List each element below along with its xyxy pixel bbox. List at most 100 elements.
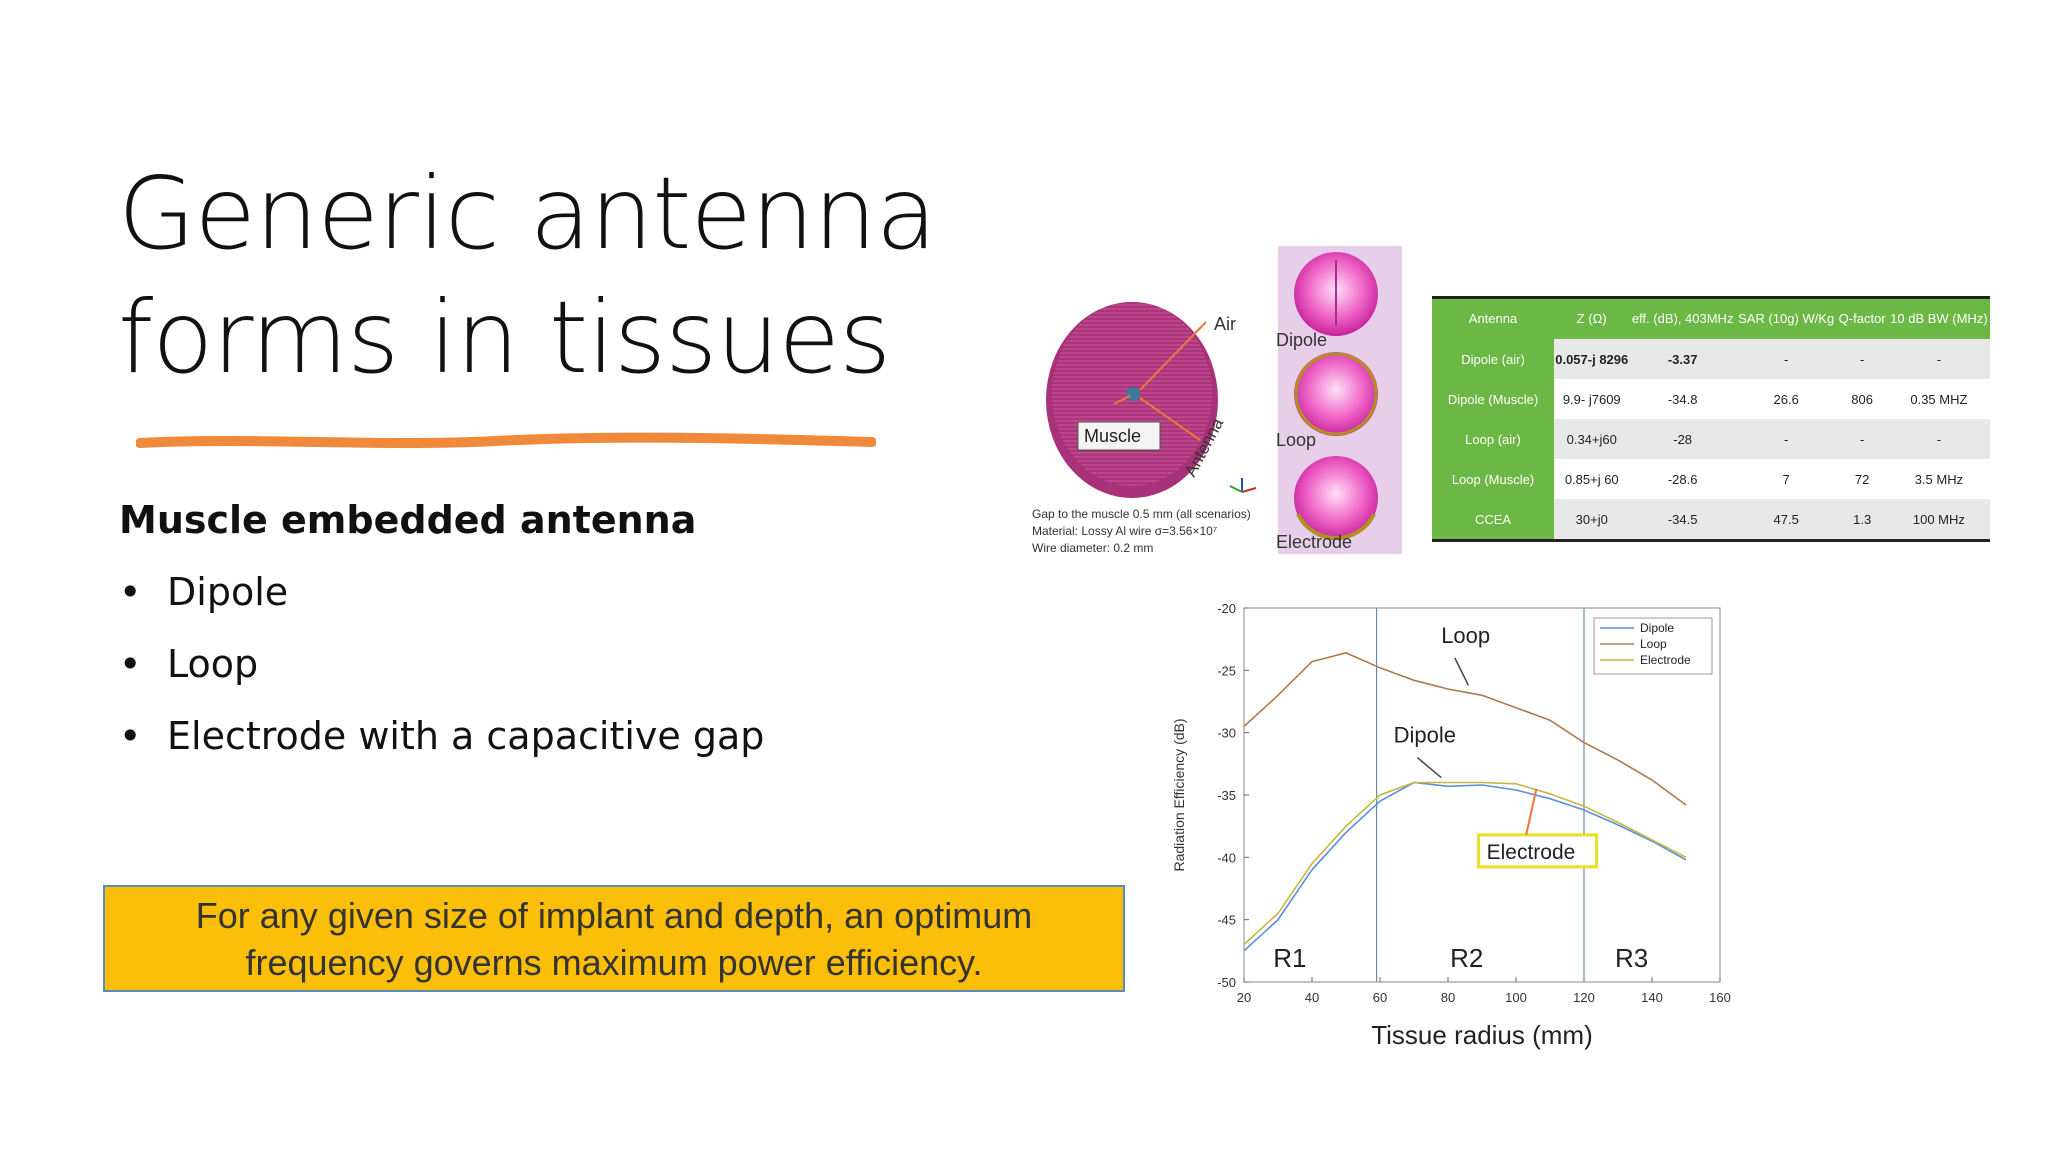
table-row: Loop (air) 0.34+j60 -28 - - - xyxy=(1432,419,1990,459)
table-header: SAR (10g) W/Kg xyxy=(1735,296,1837,339)
x-tick-label: 100 xyxy=(1505,990,1527,1005)
loop-shape-icon xyxy=(1294,352,1378,436)
muscle-cylinder-figure: Air Muscle Antenna xyxy=(1046,302,1257,498)
region-label-r1: R1 xyxy=(1273,943,1306,973)
x-tick-label: 120 xyxy=(1573,990,1595,1005)
x-tick-label: 60 xyxy=(1373,990,1387,1005)
bullet-item: •Loop xyxy=(119,642,259,686)
shape-label-dipole: Dipole xyxy=(1276,330,1328,350)
antenna-shapes-panel: Dipole Loop Electrode xyxy=(1276,246,1402,554)
table-cell: 100 MHz xyxy=(1887,499,1990,542)
region-label-r3: R3 xyxy=(1615,943,1648,973)
table-header: Z (Ω) xyxy=(1554,296,1630,339)
table-cell: - xyxy=(1735,419,1837,459)
table-cell: - xyxy=(1836,339,1888,379)
callout-line-2: frequency governs maximum power efficien… xyxy=(245,941,983,983)
legend-label: Loop xyxy=(1640,637,1667,651)
table-cell: 7 xyxy=(1782,471,1790,487)
title-line-2: forms in tissues xyxy=(118,279,891,396)
annotation-dipole: Dipole xyxy=(1394,723,1456,748)
y-tick-label: -25 xyxy=(1217,663,1236,678)
table-cell: - xyxy=(1887,419,1990,459)
table-header: Antenna xyxy=(1432,296,1554,339)
annotation-loop: Loop xyxy=(1441,623,1490,648)
table-cell: CCEA xyxy=(1432,499,1554,542)
table-header: Q-factor xyxy=(1836,296,1888,339)
caption-line-1: Gap to the muscle 0.5 mm (all scenarios) xyxy=(1032,507,1251,521)
shape-label-electrode: Electrode xyxy=(1276,532,1353,552)
table-cell: Loop (air) xyxy=(1432,419,1554,459)
table-cell: Dipole (air) xyxy=(1432,339,1554,379)
x-tick-label: 140 xyxy=(1641,990,1663,1005)
x-tick-label: 160 xyxy=(1709,990,1731,1005)
table-header-row: Antenna Z (Ω) eff. (dB), 403MHz SAR (10g… xyxy=(1432,296,1990,339)
callout-box: For any given size of implant and depth,… xyxy=(103,885,1125,992)
table-cell: 0.057-j 8296 xyxy=(1554,339,1630,379)
bullet-list: •Dipole •Loop •Electrode with a capaciti… xyxy=(119,566,764,782)
table-row: Dipole (air) 0.057-j 8296 -3.37 - - - xyxy=(1432,339,1990,379)
air-label: Air xyxy=(1214,314,1236,334)
table-cell: 0.34+j60 xyxy=(1554,419,1630,459)
table-cell: 30+j0 xyxy=(1554,499,1630,542)
antenna-comparison-table: Antenna Z (Ω) eff. (dB), 403MHz SAR (10g… xyxy=(1432,296,1990,542)
subheading: Muscle embedded antenna xyxy=(119,498,697,542)
dipole-shape-icon xyxy=(1294,252,1378,336)
x-tick-label: 80 xyxy=(1441,990,1455,1005)
table-cell: 9.9- j7609 xyxy=(1562,391,1621,407)
table-cell: Dipole (Muscle) xyxy=(1432,379,1554,419)
table-cell: -28 xyxy=(1629,419,1736,459)
table-cell: - xyxy=(1735,339,1837,379)
shape-label-loop: Loop xyxy=(1276,430,1317,450)
y-tick-label: -35 xyxy=(1217,788,1236,803)
table-cell: 806 xyxy=(1851,391,1873,407)
table-row: CCEA 30+j0 -34.5 47.5 1.3 100 MHz xyxy=(1432,499,1990,542)
series-line-dipole xyxy=(1243,781,1687,952)
table-cell: -34.5 xyxy=(1629,499,1736,542)
table-cell: 47.5 xyxy=(1735,499,1837,542)
callout-line-1: For any given size of implant and depth,… xyxy=(195,894,1033,936)
title-underline xyxy=(136,432,876,448)
x-tick-label: 40 xyxy=(1305,990,1319,1005)
table-row: Loop (Muscle) 0.85+j 60 -28.6 7 72 3.5 M… xyxy=(1432,459,1990,499)
legend-label: Electrode xyxy=(1640,653,1691,667)
table-cell: 3.5 MHz xyxy=(1914,471,1964,487)
bullet-item: •Dipole xyxy=(119,570,289,614)
title-line-1: Generic antenna xyxy=(118,155,937,272)
table-cell: 0.35 MHZ xyxy=(1910,391,1968,407)
table-cell: -28.6 xyxy=(1667,471,1698,487)
y-tick-label: -45 xyxy=(1217,913,1236,928)
y-tick-label: -30 xyxy=(1217,726,1236,741)
y-tick-label: -20 xyxy=(1217,601,1236,616)
x-axis-label: Tissue radius (mm) xyxy=(1371,1020,1593,1050)
legend-label: Dipole xyxy=(1640,621,1674,635)
table-cell: -34.8 xyxy=(1667,391,1698,407)
annotation-box-electrode xyxy=(1477,833,1599,869)
table-cell: -3.37 xyxy=(1629,339,1736,379)
table-cell: 72 xyxy=(1854,471,1870,487)
slide-title: Generic antenna forms in tissues xyxy=(118,152,978,400)
table-cell: 1.3 xyxy=(1836,499,1888,542)
table-cell: Loop (Muscle) xyxy=(1432,459,1554,499)
electrode-shape-icon xyxy=(1294,456,1378,541)
table-header: eff. (dB), 403MHz xyxy=(1629,296,1736,339)
table-header: 10 dB BW (MHz) xyxy=(1887,296,1990,339)
figure-caption: Gap to the muscle 0.5 mm (all scenarios)… xyxy=(1032,506,1251,557)
annotation-arrow-loop xyxy=(1454,657,1470,686)
series-line-electrode xyxy=(1243,781,1687,946)
x-tick-label: 20 xyxy=(1237,990,1251,1005)
annotation-arrow-electrode xyxy=(1525,788,1538,836)
region-label-r2: R2 xyxy=(1450,943,1483,973)
axes-icon xyxy=(1229,478,1257,493)
series-line-loop xyxy=(1243,652,1687,806)
table-cell: - xyxy=(1836,419,1888,459)
table-cell: 0.85+j 60 xyxy=(1564,471,1619,487)
bullet-item: •Electrode with a capacitive gap xyxy=(119,714,765,758)
annotation-arrow-dipole xyxy=(1416,757,1442,779)
y-axis-label: Radiation Efficiency (dB) xyxy=(1171,718,1187,871)
table-row: Dipole (Muscle) 9.9- j7609 -34.8 26.6 80… xyxy=(1432,379,1990,419)
y-tick-label: -40 xyxy=(1217,850,1236,865)
annotation-electrode: Electrode xyxy=(1487,841,1576,864)
table-cell: - xyxy=(1887,339,1990,379)
muscle-label: Muscle xyxy=(1084,426,1141,446)
